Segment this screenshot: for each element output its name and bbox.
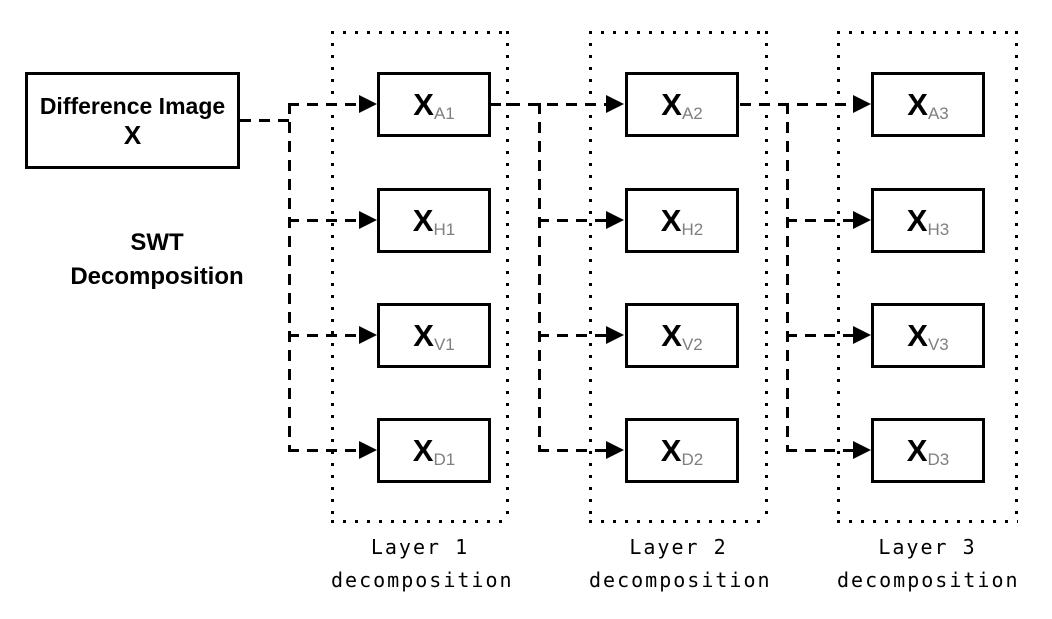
layer-1-caption-line2: decomposition xyxy=(331,568,514,592)
layer-3-caption-line1: Layer 3 xyxy=(878,535,977,559)
connector-branch3-to-d3 xyxy=(786,449,853,452)
arrowhead-icon-v2 xyxy=(606,326,624,344)
arrowhead-icon-v3 xyxy=(853,326,871,344)
node-subscript: V3 xyxy=(927,335,949,354)
layer-2-caption-line2: decomposition xyxy=(589,568,772,592)
node-symbol: X xyxy=(413,87,434,122)
connector-branch1-to-d1 xyxy=(288,449,359,452)
node-symbol: X xyxy=(412,433,434,468)
connector-branch-3 xyxy=(786,103,789,452)
node-symbol: X xyxy=(907,87,928,122)
difference-image-box: Difference Image X xyxy=(25,72,240,169)
layer-3-caption: Layer 3 decomposition xyxy=(837,531,1018,597)
arrowhead-icon-a2 xyxy=(606,95,624,113)
node-symbol: X xyxy=(907,318,928,353)
connector-branch1-to-a1 xyxy=(288,103,359,106)
layer-2-caption-line1: Layer 2 xyxy=(629,535,728,559)
arrowhead-icon-d2 xyxy=(606,441,624,459)
arrowhead-icon-v1 xyxy=(359,326,377,344)
connector-branch-2 xyxy=(538,103,541,452)
node-subscript: H2 xyxy=(681,220,704,239)
node-subscript: V1 xyxy=(433,335,455,354)
node-symbol: X xyxy=(412,203,434,238)
node-subscript: V2 xyxy=(681,335,703,354)
node-symbol: X xyxy=(660,433,682,468)
node-symbol: X xyxy=(661,87,682,122)
connector-branch2-to-d2 xyxy=(538,449,606,452)
node-symbol: X xyxy=(661,318,682,353)
swt-decomposition-label: SWT Decomposition xyxy=(27,226,287,294)
connector-branch1-to-v1 xyxy=(288,334,359,337)
node-subscript: H1 xyxy=(433,220,456,239)
node-subscript: A2 xyxy=(681,104,703,123)
connector-branch2-to-v2 xyxy=(538,334,606,337)
arrowhead-icon-h3 xyxy=(853,211,871,229)
arrowhead-icon-a1 xyxy=(359,95,377,113)
node-symbol: X xyxy=(660,203,682,238)
connector-a1-to-a2 xyxy=(490,103,606,106)
connector-branch3-to-v3 xyxy=(786,334,853,337)
arrowhead-icon-h2 xyxy=(606,211,624,229)
difference-image-symbol: X xyxy=(123,119,142,150)
layer-3-caption-line2: decomposition xyxy=(837,568,1020,592)
node-subscript: A3 xyxy=(927,104,949,123)
node-symbol: X xyxy=(413,318,434,353)
connector-branch1-to-h1 xyxy=(288,219,359,222)
node-subscript: D3 xyxy=(927,450,950,469)
connector-source-out xyxy=(240,119,290,122)
swt-label-line1: SWT xyxy=(130,229,184,256)
layer-1-caption: Layer 1 decomposition xyxy=(331,531,514,597)
connector-branch3-to-h3 xyxy=(786,219,853,222)
layer-2-caption: Layer 2 decomposition xyxy=(589,531,772,597)
node-subscript: D1 xyxy=(433,450,456,469)
node-symbol: X xyxy=(906,203,928,238)
connector-a2-to-a3 xyxy=(740,103,853,106)
swt-label-line2: Decomposition xyxy=(70,263,244,290)
connector-branch2-to-h2 xyxy=(538,219,606,222)
node-subscript: D2 xyxy=(681,450,704,469)
node-subscript: H3 xyxy=(927,220,950,239)
difference-image-title: Difference Image xyxy=(39,92,226,119)
arrowhead-icon-d3 xyxy=(853,441,871,459)
connector-branch-1 xyxy=(288,103,291,452)
arrowhead-icon-d1 xyxy=(359,441,377,459)
arrowhead-icon-a3 xyxy=(853,95,871,113)
node-subscript: A1 xyxy=(433,104,455,123)
arrowhead-icon-h1 xyxy=(359,211,377,229)
node-symbol: X xyxy=(906,433,928,468)
layer-1-caption-line1: Layer 1 xyxy=(370,535,470,559)
